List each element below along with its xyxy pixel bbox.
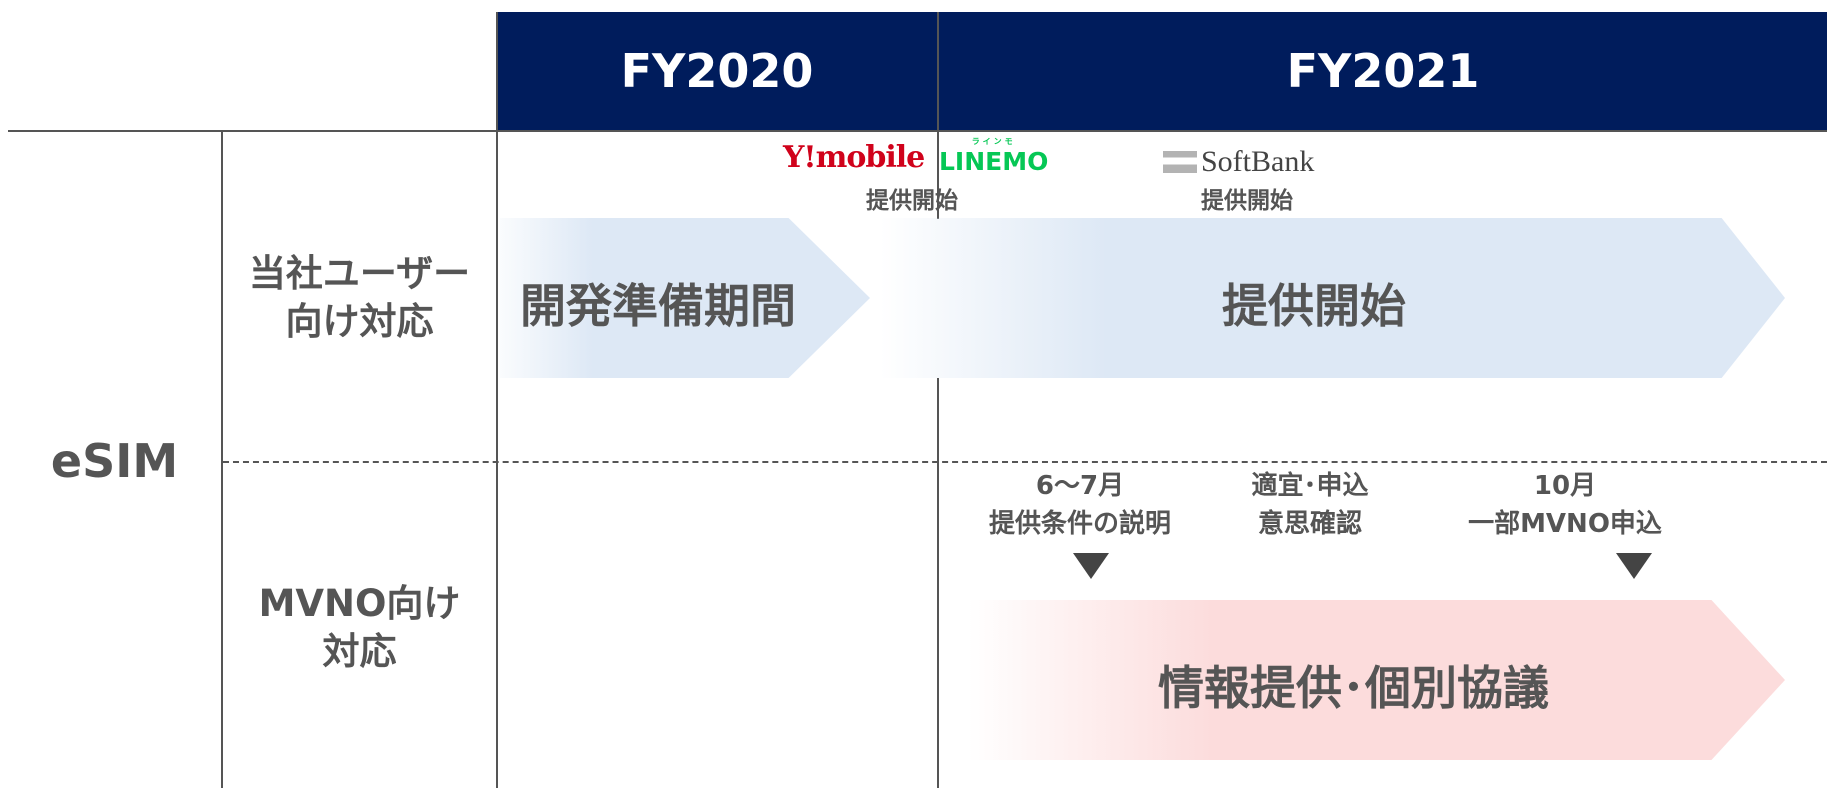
- linemo-logo: ラインモ LINEMO: [939, 136, 1048, 176]
- softbank-bars-icon: [1163, 151, 1197, 173]
- ymobile-logo: Y!mobile: [783, 140, 925, 175]
- header-bottom-line: [8, 130, 1827, 132]
- arrow-info-provision: [968, 600, 1785, 760]
- mvno-note-1: 6～7月 提供条件の説明: [960, 467, 1200, 543]
- arrow-service-start: [880, 218, 1785, 378]
- row-label-mvno-line2: 対応: [322, 630, 397, 673]
- fy2020-label: FY2020: [620, 44, 814, 98]
- row-label-mvno-line1: MVNO向け: [258, 582, 461, 625]
- row-label-divider: [221, 130, 223, 788]
- arrow-info-provision-label: 情報提供･個別協議: [1158, 661, 1549, 715]
- arrow-dev-period: [500, 218, 870, 378]
- mvno-note-2: 適宜･申込 意思確認: [1220, 467, 1400, 543]
- fy2021-label: FY2021: [1286, 44, 1480, 98]
- mvno-note-3-marker: [1616, 553, 1652, 579]
- mvno-note-1-line2: 提供条件の説明: [988, 509, 1171, 539]
- softbank-logo-text: SoftBank: [1201, 145, 1315, 178]
- fy-divider-lower: [937, 378, 939, 788]
- mvno-note-3-line2: 一部MVNO申込: [1468, 509, 1662, 539]
- row-label-user-line1: 当社ユーザー: [248, 252, 471, 295]
- ymobile-logo-text: Y!mobile: [783, 140, 925, 175]
- mvno-note-2-line2: 意思確認: [1257, 509, 1362, 539]
- mvno-note-1-marker: [1073, 553, 1109, 579]
- ymobile-linemo-caption: 提供開始: [866, 188, 958, 214]
- header-fy2020: FY2020: [497, 12, 937, 130]
- linemo-logo-text: LINEMO: [939, 147, 1049, 176]
- row-separator: [223, 461, 1827, 463]
- arrow-dev-period-label: 開発準備期間: [520, 279, 796, 333]
- row-label-mvno: MVNO向け 対応: [223, 580, 496, 676]
- mvno-note-3: 10月 一部MVNO申込: [1440, 467, 1690, 543]
- softbank-logo: SoftBank: [1163, 145, 1314, 179]
- linemo-ruby: ラインモ: [971, 137, 1016, 146]
- fy-divider-upper: [937, 12, 939, 219]
- arrow-service-start-label: 提供開始: [1222, 279, 1406, 333]
- mvno-note-1-line1: 6～7月: [1035, 471, 1125, 501]
- mvno-note-3-line1: 10月: [1533, 471, 1597, 501]
- header-fy2021: FY2021: [939, 12, 1827, 130]
- softbank-caption: 提供開始: [1201, 188, 1293, 214]
- category-esim: eSIM: [50, 434, 179, 488]
- mvno-note-2-line1: 適宜･申込: [1251, 471, 1369, 501]
- row-label-user-line2: 向け対応: [285, 300, 434, 343]
- row-label-user: 当社ユーザー 向け対応: [223, 250, 496, 346]
- fy2020-left-divider: [496, 12, 498, 788]
